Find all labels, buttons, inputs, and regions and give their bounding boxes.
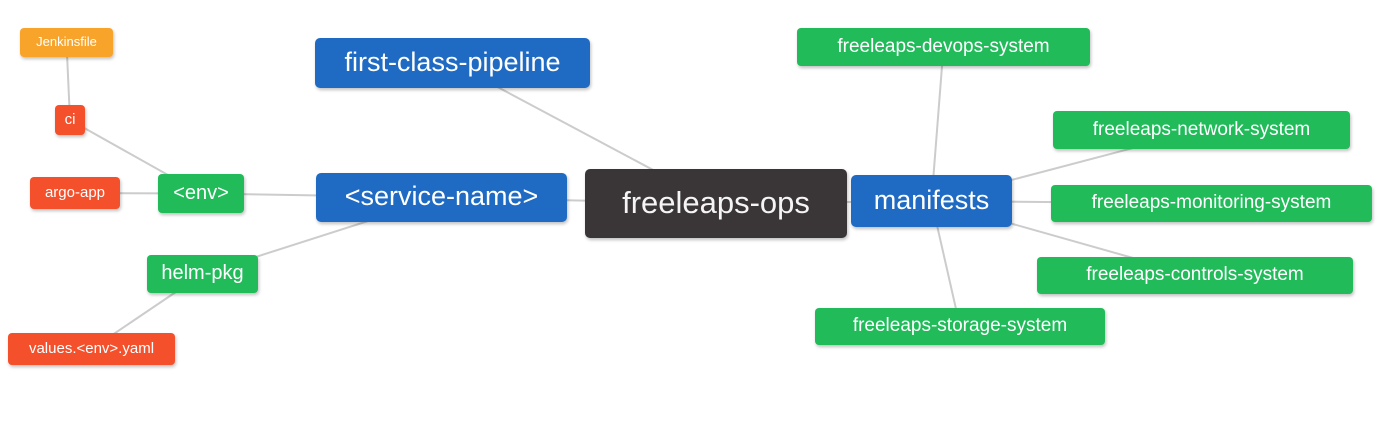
- node-label: ci: [64, 110, 76, 128]
- node-label: freeleaps-ops: [622, 185, 810, 220]
- node-label: <service-name>: [344, 181, 539, 211]
- node-label: values.<env>.yaml: [28, 339, 155, 357]
- node-label: <env>: [173, 181, 229, 204]
- node-storage-system[interactable]: freeleaps-storage-system: [815, 308, 1105, 345]
- node-label: manifests: [873, 184, 990, 215]
- node-label: freeleaps-network-system: [1092, 118, 1311, 140]
- node-label: freeleaps-devops-system: [837, 35, 1050, 57]
- node-argo-app[interactable]: argo-app: [30, 177, 120, 209]
- node-jenkinsfile[interactable]: Jenkinsfile: [20, 28, 113, 57]
- node-label: helm-pkg: [161, 262, 244, 284]
- node-first-class-pipeline[interactable]: first-class-pipeline: [315, 38, 590, 88]
- node-label: argo-app: [44, 183, 106, 201]
- node-monitoring-system[interactable]: freeleaps-monitoring-system: [1051, 185, 1372, 222]
- node-label: freeleaps-monitoring-system: [1091, 192, 1332, 213]
- node-freeleaps-ops[interactable]: freeleaps-ops: [585, 169, 847, 238]
- node-service-name[interactable]: <service-name>: [316, 173, 567, 222]
- node-env[interactable]: <env>: [158, 174, 244, 213]
- node-controls-system[interactable]: freeleaps-controls-system: [1037, 257, 1353, 294]
- node-values-env-yaml[interactable]: values.<env>.yaml: [8, 333, 175, 365]
- node-devops-system[interactable]: freeleaps-devops-system: [797, 28, 1090, 66]
- node-network-system[interactable]: freeleaps-network-system: [1053, 111, 1350, 149]
- node-ci[interactable]: ci: [55, 105, 85, 135]
- node-label: Jenkinsfile: [36, 34, 97, 49]
- node-manifests[interactable]: manifests: [851, 175, 1012, 227]
- node-helm-pkg[interactable]: helm-pkg: [147, 255, 258, 293]
- node-label: first-class-pipeline: [344, 46, 561, 77]
- node-label: freeleaps-storage-system: [852, 315, 1068, 336]
- node-label: freeleaps-controls-system: [1086, 264, 1304, 285]
